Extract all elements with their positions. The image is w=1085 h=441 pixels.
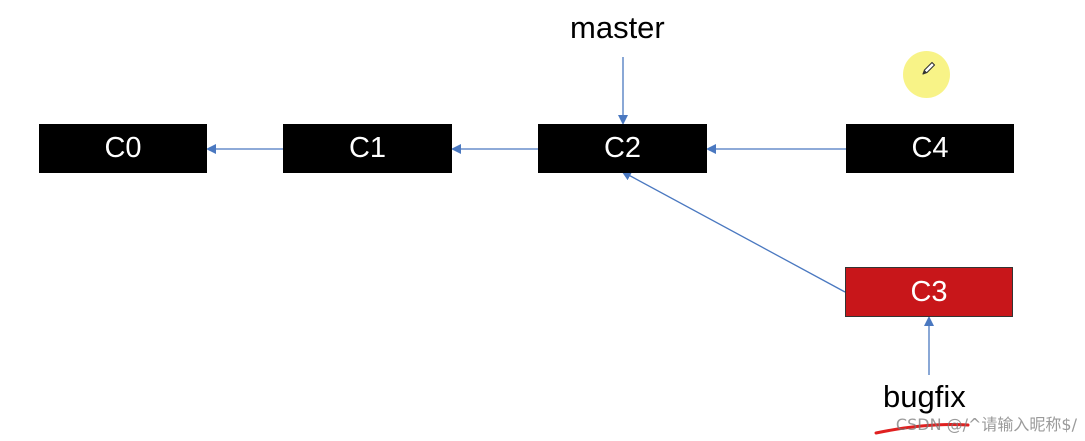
commit-c3-label: C3 bbox=[910, 275, 948, 308]
branch-master-label: master bbox=[570, 10, 665, 45]
branch-bugfix-label: bugfix bbox=[883, 379, 966, 414]
pencil-icon bbox=[922, 61, 936, 75]
commit-c4: C4 bbox=[846, 124, 1014, 173]
commit-c3: C3 bbox=[845, 267, 1013, 317]
edge-c3-to-c2 bbox=[621, 171, 846, 293]
commit-c2: C2 bbox=[538, 124, 707, 173]
bugfix-underline bbox=[874, 423, 970, 435]
commit-c1: C1 bbox=[283, 124, 452, 173]
commit-c2-label: C2 bbox=[603, 132, 642, 164]
commit-c0: C0 bbox=[39, 124, 207, 173]
commit-c1-label: C1 bbox=[348, 132, 387, 164]
commit-c4-label: C4 bbox=[911, 132, 949, 164]
commit-c0-label: C0 bbox=[104, 132, 142, 164]
watermark-text: CSDN @/^请输入昵称$/ bbox=[895, 415, 1077, 434]
cursor-highlight bbox=[903, 51, 950, 98]
